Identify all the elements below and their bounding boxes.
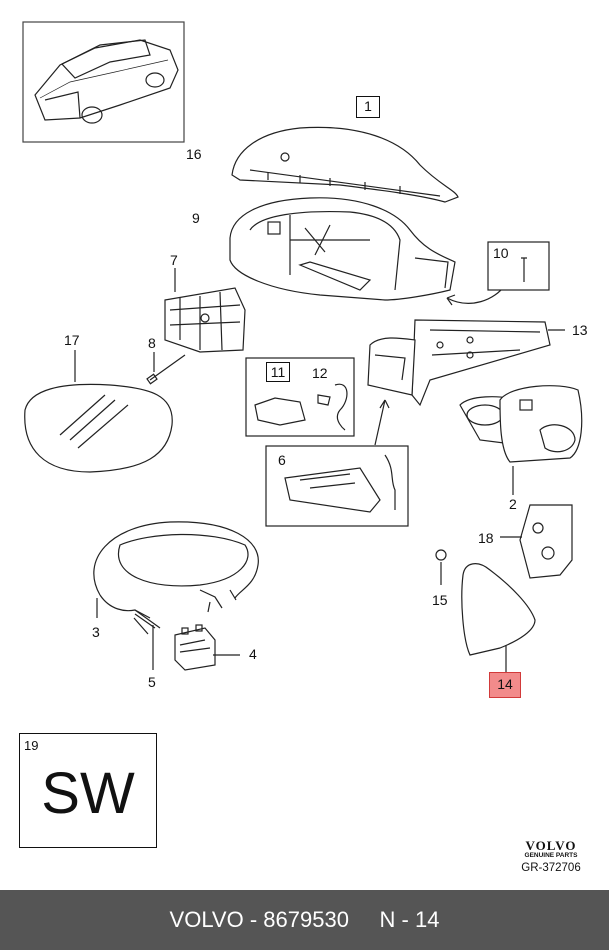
part-10-box [487,241,550,291]
callout-8: 8 [148,335,156,351]
note-box-19: 19 SW [19,733,157,848]
arrow-6-11 [374,399,386,446]
footer-part-number: 8679530 [263,907,349,932]
callout-4: 4 [249,646,257,662]
callout-14-highlighted: 14 [489,672,521,698]
footer-separator: - [243,907,264,932]
note-box-text: SW [41,761,135,826]
part-18-gasket [500,504,573,579]
callout-11: 11 [266,362,290,382]
part-7-motor [164,268,246,353]
footer-make: VOLVO [169,907,244,932]
callout-2: 2 [509,496,517,512]
callout-10: 10 [493,245,509,261]
part-17-glass [24,350,173,473]
part-4-connector [174,624,240,671]
exploded-parts-diagram [22,21,583,675]
callout-3: 3 [92,624,100,640]
part-14-cover [461,563,536,675]
part-3-harness [93,521,259,670]
callout-13: 13 [572,322,588,338]
callout-9: 9 [192,210,200,226]
car-thumbnail [22,21,185,143]
callout-15: 15 [432,592,448,608]
diagram-reference: GR-372706 [521,862,581,874]
part-16-cover [231,126,459,203]
footer-bar: VOLVO - 8679530 N - 14 [0,890,609,950]
part-15-nut [435,549,447,585]
callout-16: 16 [186,146,202,162]
callout-12: 12 [312,365,328,381]
callout-7: 7 [170,252,178,268]
brand-logo-text: VOLVO [525,838,577,853]
part-8-screw [146,352,186,385]
part-9-housing [229,197,456,301]
note-box-number: 19 [24,738,39,753]
footer-position: N - 14 [379,907,440,932]
callout-17: 17 [64,332,80,348]
callout-6: 6 [278,452,286,468]
part-2-adjuster [459,385,583,495]
callout-1: 1 [356,96,380,118]
brand-subtitle: GENUINE PARTS [524,852,578,859]
callout-18: 18 [478,530,494,546]
part-13-bracket [367,319,565,407]
callout-5: 5 [148,674,156,690]
part-6-box [265,445,409,527]
part-11-12-box [245,357,355,437]
